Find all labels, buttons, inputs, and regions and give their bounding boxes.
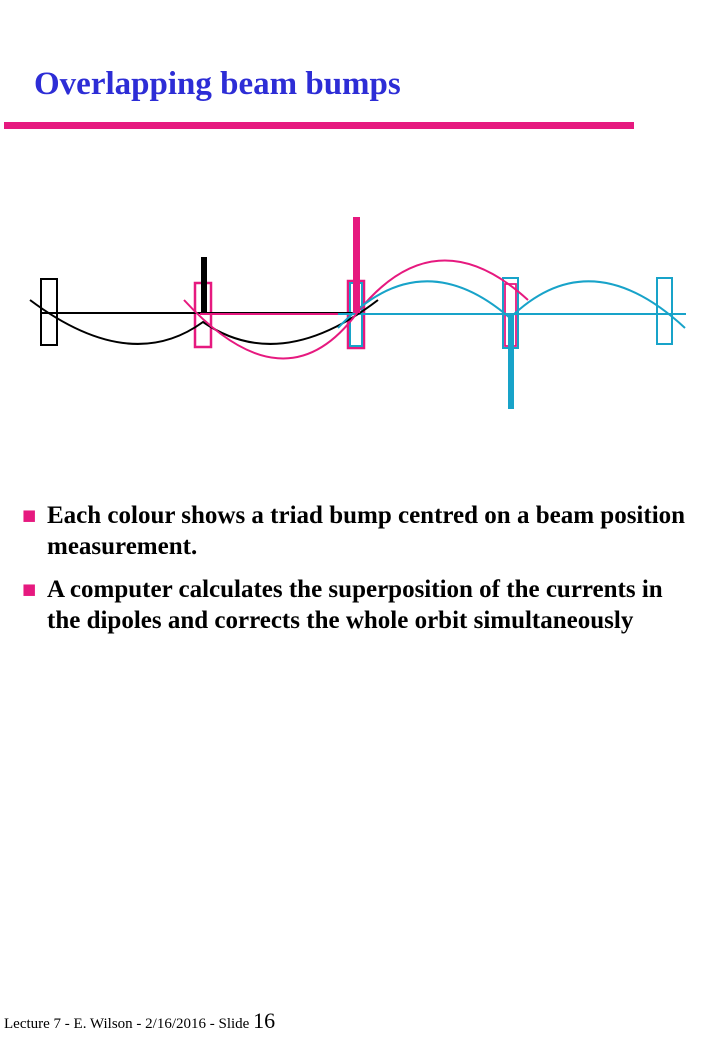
slide-title: Overlapping beam bumps (34, 66, 401, 102)
magenta-bump-orbit (183, 259, 529, 360)
bullet-square-icon: ■ (22, 506, 37, 524)
bullet-list: ■ Each colour shows a triad bump centred… (22, 500, 702, 648)
bullet-item: ■ Each colour shows a triad bump centred… (22, 500, 702, 562)
title-underline (4, 122, 634, 129)
black-kick-bar (201, 257, 207, 313)
cyan-kick-bar (508, 314, 514, 409)
slide-number: 16 (253, 1008, 276, 1033)
magnet-5 (656, 277, 673, 345)
footer-text: Lecture 7 - E. Wilson - 2/16/2016 - Slid… (4, 1016, 250, 1032)
magenta-kick-bar (353, 217, 360, 313)
bullet-item: ■ A computer calculates the superpositio… (22, 574, 702, 636)
bullet-square-icon: ■ (22, 580, 37, 598)
slide-footer: Lecture 7 - E. Wilson - 2/16/2016 - Slid… (4, 1008, 275, 1034)
beam-bump-diagram (29, 217, 686, 409)
bullet-text: Each colour shows a triad bump centred o… (47, 502, 686, 560)
black-bump-orbit (29, 299, 379, 345)
bullet-text: A computer calculates the superposition … (47, 576, 663, 634)
